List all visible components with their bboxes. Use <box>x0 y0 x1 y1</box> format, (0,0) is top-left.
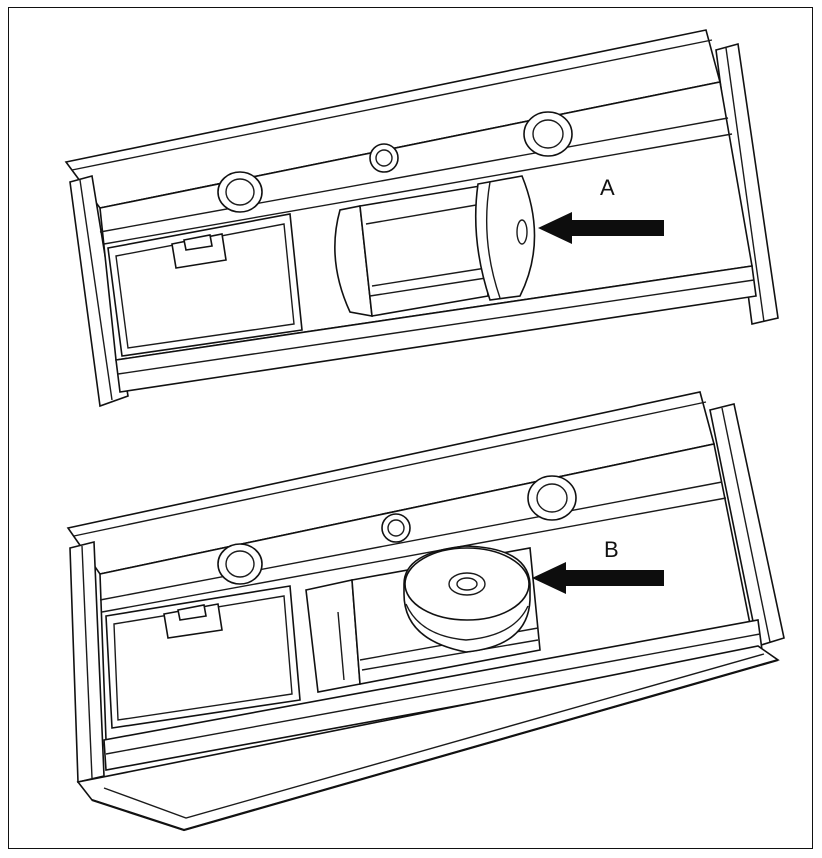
arrow-left-icon <box>538 212 664 244</box>
unit-a-left-side <box>69 174 129 408</box>
hood-unit-a <box>64 29 779 408</box>
unit-a-motor-body <box>359 185 489 317</box>
hood-unit-b <box>66 391 785 832</box>
label-a: A <box>600 175 615 200</box>
label-b: B <box>604 537 619 562</box>
unit-b-light-left <box>217 543 263 585</box>
unit-b-light-right <box>527 475 577 521</box>
unit-b-filter-panel <box>105 585 301 729</box>
arrow-left-icon <box>532 562 664 594</box>
unit-a-front-rail <box>115 265 757 393</box>
unit-b-right-side <box>709 403 785 648</box>
unit-a-light-right <box>523 111 573 157</box>
unit-a-control-knob <box>369 143 399 173</box>
unit-a-filter-panel <box>107 213 303 357</box>
unit-b-control-knob <box>381 513 411 543</box>
unit-a-blower <box>474 175 536 301</box>
unit-a-light-left <box>217 171 263 213</box>
